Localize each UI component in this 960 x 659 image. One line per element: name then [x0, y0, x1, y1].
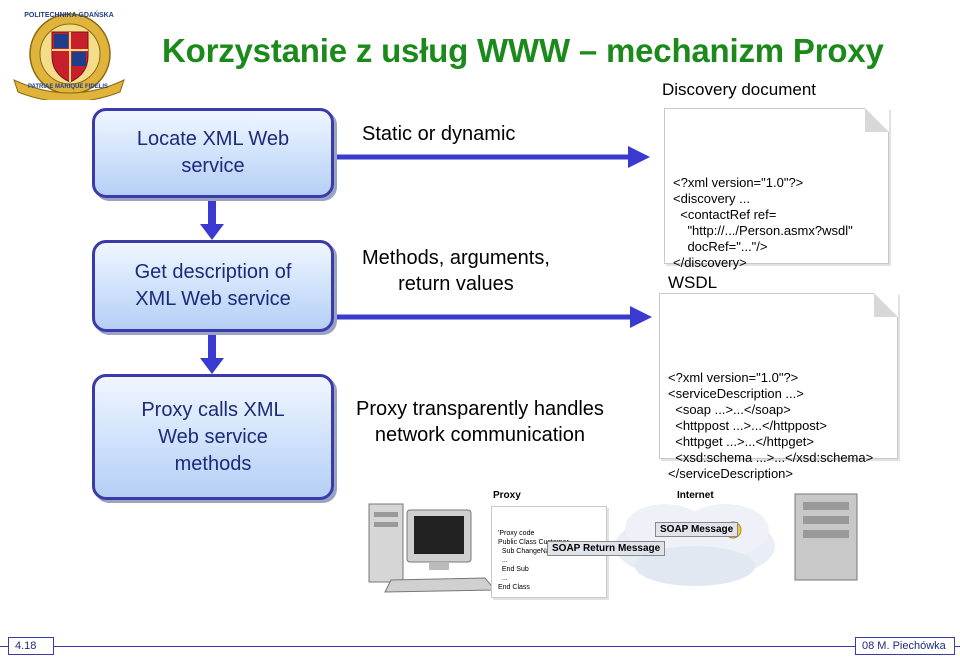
discovery-document: <?xml version="1.0"?><discovery ... <con… — [664, 108, 889, 270]
proxy-code-line: 'Proxy code — [498, 530, 535, 537]
wsdl-code-line: <httpget ...>...</httpget> — [668, 434, 814, 449]
discovery-code-line: </discovery> — [673, 255, 747, 270]
wsdl-label: WSDL — [668, 273, 718, 292]
label-proxy-handles: Proxy transparently handles network comm… — [356, 398, 604, 446]
label-static-dynamic: Static or dynamic — [362, 123, 516, 145]
wsdl-code: <?xml version="1.0"?><serviceDescription… — [668, 370, 887, 482]
step-get-description: Get description of XML Web service — [92, 240, 334, 332]
proxy-code-line: End Class — [498, 584, 530, 591]
soap-return-box: SOAP Return Message — [547, 541, 666, 556]
step-proxy-calls: Proxy calls XML Web service methods — [92, 374, 334, 500]
university-logo: POLITECHNIKA GDAŃSKA PATRIAE MARIQUE FID… — [8, 10, 126, 103]
wsdl-code-line: </serviceDescription> — [668, 466, 793, 481]
wsdl-code-line: <xsd:schema ...>...</xsd:schema> — [668, 450, 874, 465]
label-methods: Methods, arguments, return values — [362, 247, 550, 295]
discovery-code-line: <contactRef ref= — [673, 207, 777, 222]
discovery-code-line: "http://.../Person.asmx?wsdl" — [673, 223, 853, 238]
wsdl-code-line: <?xml version="1.0"?> — [668, 370, 799, 385]
arrow-head-wsdl — [630, 306, 652, 328]
proxy-code-line: ... — [498, 575, 508, 582]
page-fold-icon — [865, 108, 889, 132]
wsdl-code-line: <serviceDescription ...> — [668, 386, 804, 401]
footer-author: 08 M. Piechówka — [855, 637, 955, 655]
soap-message-box: SOAP Message — [655, 522, 739, 537]
slide-number: 4.18 — [8, 637, 54, 655]
arrow-head-step3 — [200, 358, 224, 374]
proxy-label: Proxy — [493, 490, 521, 501]
keyboard-icon — [384, 577, 497, 593]
wsdl-code-line: <soap ...>...</soap> — [668, 402, 791, 417]
wsdl-code-line: <httppost ...>...</httppost> — [668, 418, 827, 433]
step-proxy-label: Proxy calls XML Web service methods — [141, 398, 285, 475]
discovery-code-line: docRef="..."/> — [673, 239, 768, 254]
step-locate-service: Locate XML Web service — [92, 108, 334, 198]
page-fold-icon — [874, 293, 898, 317]
arrow-head-step2 — [200, 224, 224, 240]
arrow-head-discovery — [628, 146, 650, 168]
discovery-code-line: <discovery ... — [673, 191, 750, 206]
logo-ring-text: POLITECHNIKA GDAŃSKA — [24, 12, 114, 19]
footer-line — [0, 646, 960, 647]
internet-label: Internet — [677, 490, 714, 501]
proxy-code-line: Sub ChangeName(...) — [498, 548, 570, 555]
step-description-label: Get description of XML Web service — [134, 261, 292, 310]
discovery-label: Discovery document — [662, 80, 817, 99]
discovery-code: <?xml version="1.0"?><discovery ... <con… — [673, 175, 878, 271]
proxy-code-line: End Sub — [498, 566, 529, 573]
discovery-code-line: <?xml version="1.0"?> — [673, 175, 804, 190]
page-title: Korzystanie z usług WWW – mechanizm Prox… — [162, 32, 884, 69]
proxy-code-line: ... — [498, 557, 508, 564]
wsdl-document: <?xml version="1.0"?><serviceDescription… — [659, 293, 898, 481]
step-locate-label: Locate XML Web service — [136, 128, 290, 177]
logo-ribbon-text: PATRIAE MARIQUE FIDELIS — [27, 84, 109, 90]
